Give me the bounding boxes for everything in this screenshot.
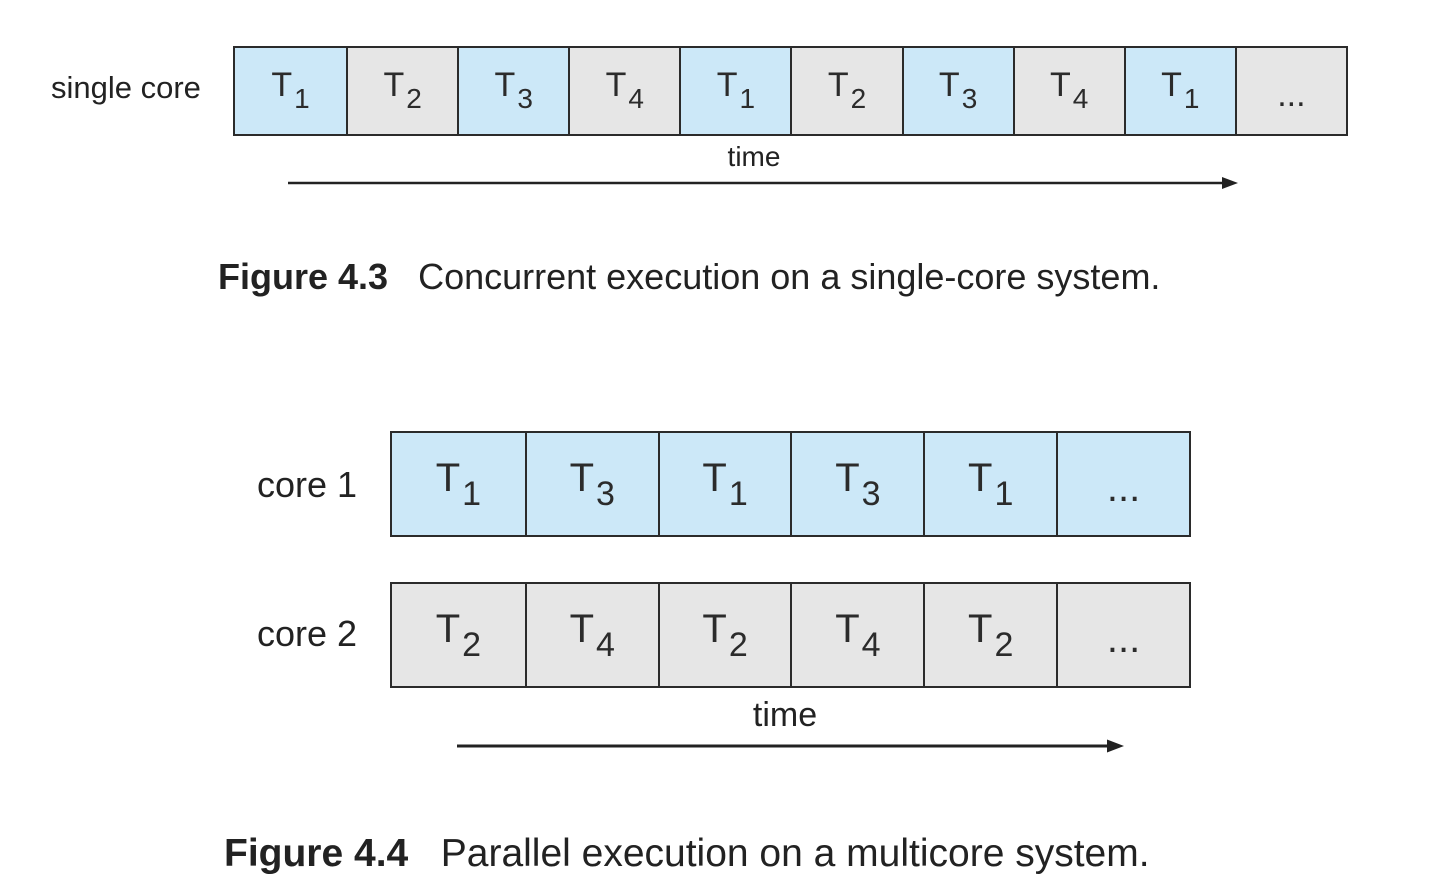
thread-number: 1 (728, 474, 748, 513)
thread-number: 4 (628, 83, 644, 114)
thread-number: 3 (861, 474, 881, 513)
thread-name: ... (1277, 75, 1306, 114)
ellipsis-cell: ... (1234, 48, 1346, 134)
figure-number: Figure 4.3 (218, 256, 389, 297)
thread-name: T (569, 606, 594, 651)
thread-number: 2 (406, 83, 422, 114)
thread-name: T (1050, 65, 1071, 104)
thread-name: T (827, 65, 849, 104)
thread-number: 1 (994, 474, 1014, 513)
core-2-label: core 2 (257, 613, 358, 654)
time-arrow (457, 739, 1124, 753)
figure-caption-text: Parallel execution on a multicore system… (440, 832, 1150, 875)
thread-number: 4 (1072, 83, 1089, 114)
time-axis-label: time (752, 696, 818, 734)
thread-name: T (835, 455, 860, 500)
thread-number: 1 (1183, 83, 1200, 114)
ellipsis-cell: ... (1056, 433, 1189, 535)
thread-name: T (938, 65, 960, 104)
thread-name: ... (1106, 465, 1141, 510)
figure-caption: Figure 4.3 Concurrent execution on a sin… (218, 256, 1160, 298)
thread-name: T (435, 606, 461, 651)
thread-name: T (569, 455, 594, 500)
single-core-label: single core (51, 70, 201, 105)
thread-name: T (605, 65, 627, 104)
thread-name: T (968, 606, 993, 651)
thread-number: 2 (462, 625, 482, 664)
thread-name: T (271, 65, 293, 104)
thread-name: T (835, 606, 860, 651)
time-arrow (288, 177, 1238, 189)
thread-name: T (435, 455, 461, 500)
ellipsis-cell: ... (1056, 584, 1189, 686)
thread-name: T (702, 606, 727, 651)
time-axis-label: time (727, 141, 781, 172)
thread-number: 4 (861, 625, 881, 664)
thread-number: 4 (596, 625, 615, 664)
thread-name: T (494, 65, 516, 104)
thread-number: 1 (462, 474, 482, 513)
figure-caption: Figure 4.4 Parallel execution on a multi… (224, 832, 1150, 876)
thread-name: T (383, 65, 405, 104)
figure-caption-text: Concurrent execution on a single-core sy… (418, 256, 1161, 297)
thread-name: ... (1106, 616, 1141, 661)
thread-number: 1 (294, 83, 310, 114)
thread-name: T (716, 65, 738, 104)
thread-name: T (968, 455, 993, 500)
thread-number: 2 (728, 625, 748, 664)
thread-number: 2 (994, 625, 1014, 664)
core-1-label: core 1 (257, 464, 358, 505)
thread-number: 2 (850, 83, 867, 114)
figure-number: Figure 4.4 (224, 832, 409, 875)
thread-name: T (702, 455, 727, 500)
thread-name: T (1161, 65, 1182, 104)
thread-number: 3 (517, 83, 533, 114)
thread-number: 3 (596, 474, 615, 513)
thread-number: 1 (739, 83, 756, 114)
thread-number: 3 (961, 83, 978, 114)
